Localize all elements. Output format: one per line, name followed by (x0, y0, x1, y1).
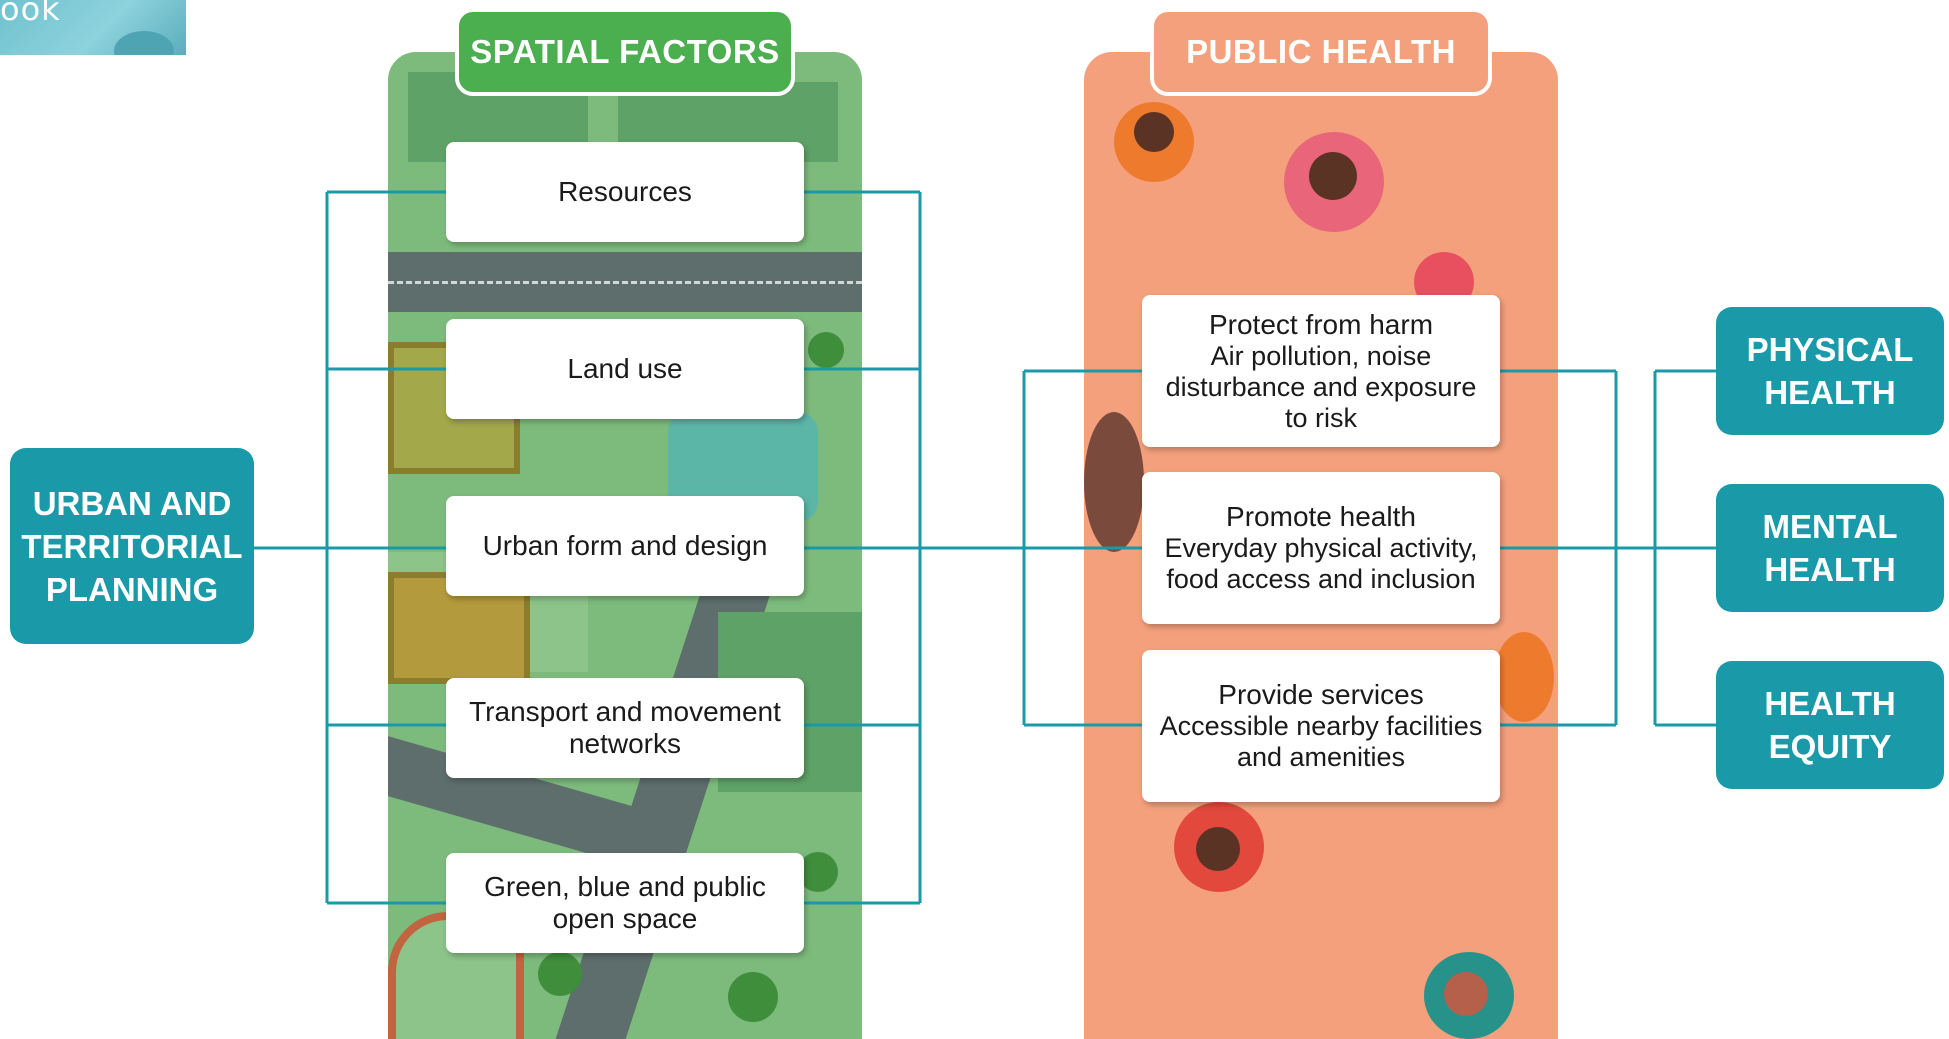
person-figure (1494, 632, 1554, 722)
health-card-title: Provide services (1218, 679, 1424, 710)
person-head (1196, 827, 1240, 871)
health-card-description: Everyday physical activity, food access … (1164, 533, 1478, 594)
spatial-card-transport: Transport and movement networks (446, 678, 804, 778)
health-card-description: Air pollution, noise disturbance and exp… (1165, 340, 1477, 433)
person-figure (1084, 412, 1144, 552)
health-card-protect: Protect from harm Air pollution, noise d… (1142, 295, 1500, 447)
outcome-mental-health: MENTAL HEALTH (1716, 484, 1944, 612)
public-health-header: PUBLIC HEALTH (1150, 8, 1492, 96)
spatial-right-ticks (804, 190, 920, 905)
map-tree (728, 972, 778, 1022)
urban-territorial-planning-box: URBAN AND TERRITORIAL PLANNING (10, 448, 254, 644)
health-card-title: Promote health (1226, 501, 1416, 532)
health-left-ticks (1024, 369, 1142, 727)
spatial-card-label: Land use (567, 353, 683, 384)
health-card-title: Protect from harm (1208, 308, 1434, 340)
spatial-card-label: Green, blue and public open space (484, 871, 766, 934)
outcome-health-equity: HEALTH EQUITY (1716, 661, 1944, 789)
logo-text: ook (0, 0, 61, 28)
spatial-card-urban-form: Urban form and design (446, 496, 804, 596)
outcome-physical-health: PHYSICAL HEALTH (1716, 307, 1944, 435)
spatial-card-land-use: Land use (446, 319, 804, 419)
spatial-factors-header: SPATIAL FACTORS (455, 8, 795, 96)
outcome-ticks (1655, 369, 1716, 727)
health-card-description: Accessible nearby facilities and ameniti… (1159, 711, 1483, 772)
left-bracket-ticks (327, 190, 446, 905)
spatial-card-green-blue-space: Green, blue and public open space (446, 853, 804, 953)
spatial-card-resources: Resources (446, 142, 804, 242)
map-road-marking (388, 281, 862, 284)
spatial-card-label: Resources (558, 176, 692, 207)
spatial-card-label: Urban form and design (482, 530, 768, 561)
person-head (1309, 152, 1357, 200)
health-card-provide: Provide services Accessible nearby facil… (1142, 650, 1500, 802)
person-head (1134, 112, 1174, 152)
spatial-card-label: Transport and movement networks (469, 696, 781, 759)
map-tree (798, 852, 838, 892)
map-tree (808, 332, 844, 368)
map-tree (538, 952, 582, 996)
health-card-promote: Promote health Everyday physical activit… (1142, 472, 1500, 624)
health-right-ticks (1500, 369, 1716, 727)
logo: ook (0, 0, 186, 55)
person-head (1444, 972, 1488, 1016)
